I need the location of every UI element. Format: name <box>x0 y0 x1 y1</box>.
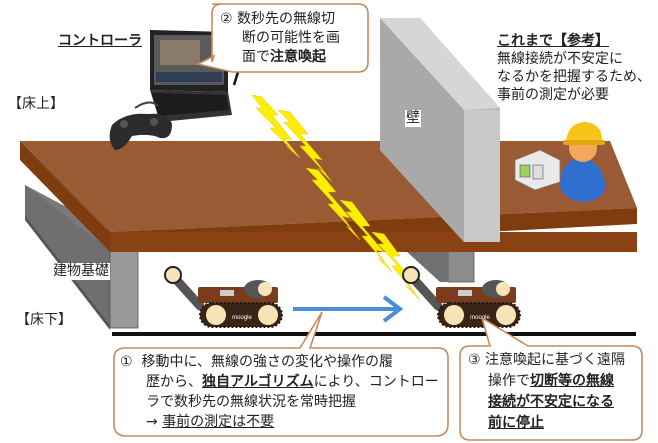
worker <box>560 122 606 202</box>
measuring-device <box>514 149 561 191</box>
wall <box>380 18 500 242</box>
wall-label: 壁 <box>405 110 421 127</box>
callout-3-line-1: 注意喚起に基づく遠隔 <box>485 352 626 368</box>
callout-3-line-4: 前に停止 <box>488 415 544 431</box>
callout-2-number: ② <box>220 11 233 27</box>
laptop-controller <box>150 30 243 122</box>
callout-3-line-3: 接続が不安定になる <box>488 394 614 410</box>
callout-1-line-2b: 独自アルゴリズム <box>202 374 314 390</box>
callout-2-line-2: 断の可能性を画 <box>242 30 340 46</box>
callout-1-bubble <box>113 311 449 437</box>
foundation-label: 建物基礎 <box>52 263 110 280</box>
callout-1-line-4b: 事前の測定は不要 <box>162 414 275 430</box>
robot-right: moogle <box>402 266 521 328</box>
floor-above-label: 【床上】 <box>8 96 64 112</box>
callout-1-line-2a: 歴から、 <box>146 374 202 390</box>
reference-line-2: なるかを把握するため、 <box>497 69 651 85</box>
controller-label: コントローラ <box>58 33 142 49</box>
wireless-signal-lightning <box>251 94 421 301</box>
callout-3-line-2b: 切断等の無線 <box>530 373 614 389</box>
callout-3-bubble <box>459 316 643 441</box>
callout-2-bubble <box>195 3 369 73</box>
reference-line-3: 事前の測定が必要 <box>497 87 609 103</box>
callout-3-number: ③ <box>468 352 481 368</box>
gamepad <box>109 101 172 150</box>
robot-left-brand: moogle <box>232 315 252 321</box>
callout-1-number: ① <box>120 354 133 370</box>
callout-2-line-3b: 注意喚起 <box>270 49 326 65</box>
reference-line-1: 無線接続が不安定に <box>497 51 623 67</box>
callout-3-text: ③ 注意喚起に基づく遠隔 操作で切断等の無線 接続が不安定になる 前に停止 <box>468 350 625 434</box>
reference-note: これまで【参考】 無線接続が不安定に なるかを把握するため、 事前の測定が必要 <box>497 32 651 104</box>
movement-arrow <box>293 295 404 323</box>
callout-3-line-2a: 操作で <box>488 373 530 389</box>
callout-1-line-3: ラで数秒先の無線状況を常時把握 <box>146 394 356 410</box>
reference-heading: これまで【参考】 <box>497 33 609 49</box>
robot-right-brand: moogle <box>470 315 490 321</box>
callout-2-line-3a: 面で <box>242 49 270 65</box>
callout-1-line-1: 移動中に、無線の強さの変化や操作の履 <box>141 354 394 370</box>
robot-left: moogle <box>164 266 283 328</box>
floor-below-label: 【床下】 <box>16 312 72 328</box>
callout-1-line-4a: → <box>146 414 163 430</box>
callout-2-text: ② 数秒先の無線切 断の可能性を画 面で注意喚起 <box>220 10 340 67</box>
callout-1-text: ① 移動中に、無線の強さの変化や操作の履 歴から、独自アルゴリズムにより、コント… <box>120 352 439 432</box>
callout-2-line-1: 数秒先の無線切 <box>237 11 336 27</box>
callout-1-line-2c: により、コントロー <box>313 374 439 390</box>
